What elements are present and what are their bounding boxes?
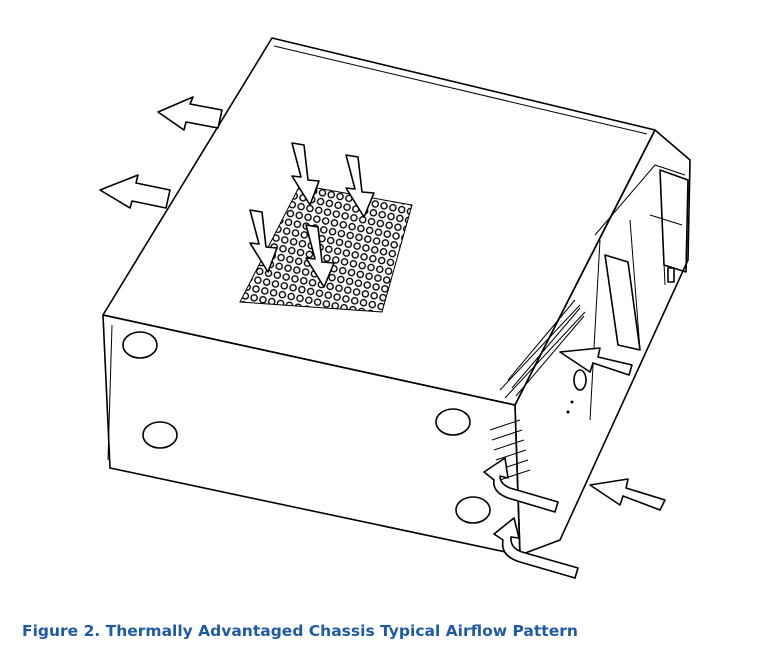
front-intake-arrow-lower <box>589 478 666 511</box>
bottom-intake-arrow-lower <box>493 517 579 579</box>
bottom-intake-arrow-upper <box>483 457 559 513</box>
figure-caption: Figure 2. Thermally Advantaged Chassis T… <box>22 622 578 640</box>
top-vent-grille <box>239 184 413 313</box>
chassis-feet <box>122 331 491 524</box>
exhaust-arrow-lower <box>99 174 171 209</box>
intake-arrow-top-4 <box>305 224 335 288</box>
front-drive-bays <box>604 169 689 351</box>
intake-arrow-top-1 <box>291 142 320 206</box>
intake-arrow-top-2 <box>345 154 375 218</box>
intake-arrow-top-3 <box>249 209 278 273</box>
front-intake-arrow-upper <box>559 347 633 376</box>
chassis-airflow-diagram <box>99 37 691 579</box>
power-button <box>566 369 587 414</box>
exhaust-arrow-upper <box>157 96 223 131</box>
front-intake-slots <box>489 299 586 481</box>
